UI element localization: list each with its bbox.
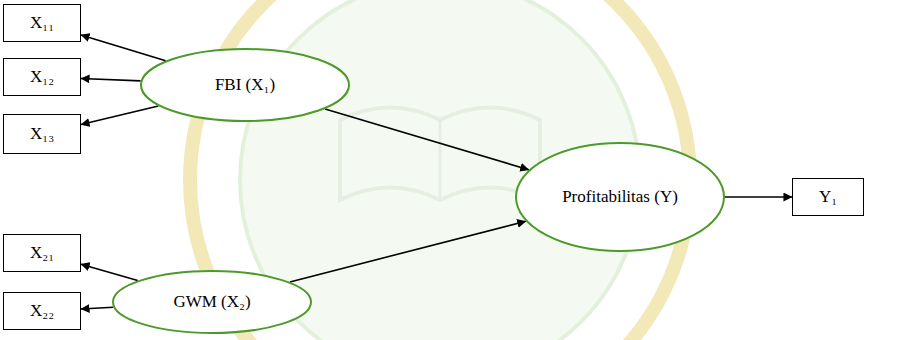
- arrow-connector: [81, 307, 113, 309]
- latent-variable-ellipse: Profitabilitas (Y): [515, 142, 725, 252]
- arrow-connector: [725, 196, 792, 198]
- indicator-box: X₂₁: [3, 234, 81, 272]
- node-label: GWM (X₂): [173, 292, 250, 312]
- node-label: FBI (X₁): [215, 75, 275, 95]
- node-label: X₁₃: [30, 124, 54, 144]
- arrow-connector: [290, 221, 526, 282]
- watermark-book: [340, 108, 540, 201]
- arrow-connector: [81, 106, 158, 125]
- indicator-box: X₁₁: [3, 4, 81, 42]
- indicator-box: Y₁: [792, 178, 864, 216]
- arrow-connector: [81, 79, 141, 81]
- indicator-box: X₁₃: [3, 114, 81, 154]
- node-label: Profitabilitas (Y): [562, 187, 678, 207]
- node-label: X₁₂: [30, 67, 54, 87]
- arrow-connector: [81, 264, 138, 280]
- watermark-book-spine: [439, 120, 442, 200]
- node-label: X₁₁: [30, 13, 54, 33]
- node-label: X₂₂: [30, 301, 54, 321]
- indicator-box: X₁₂: [3, 58, 81, 96]
- ellipse-outline: [113, 271, 311, 333]
- latent-variable-ellipse: FBI (X₁): [140, 48, 350, 122]
- ellipse-outline: [516, 143, 724, 251]
- arrow-connector: [81, 35, 166, 61]
- indicator-box: X₂₂: [3, 292, 81, 330]
- arrow-connector: [325, 109, 529, 170]
- ellipse-outline: [141, 49, 349, 121]
- latent-variable-ellipse: GWM (X₂): [112, 270, 312, 334]
- node-label: Y₁: [819, 187, 837, 207]
- node-label: X₂₁: [30, 243, 54, 263]
